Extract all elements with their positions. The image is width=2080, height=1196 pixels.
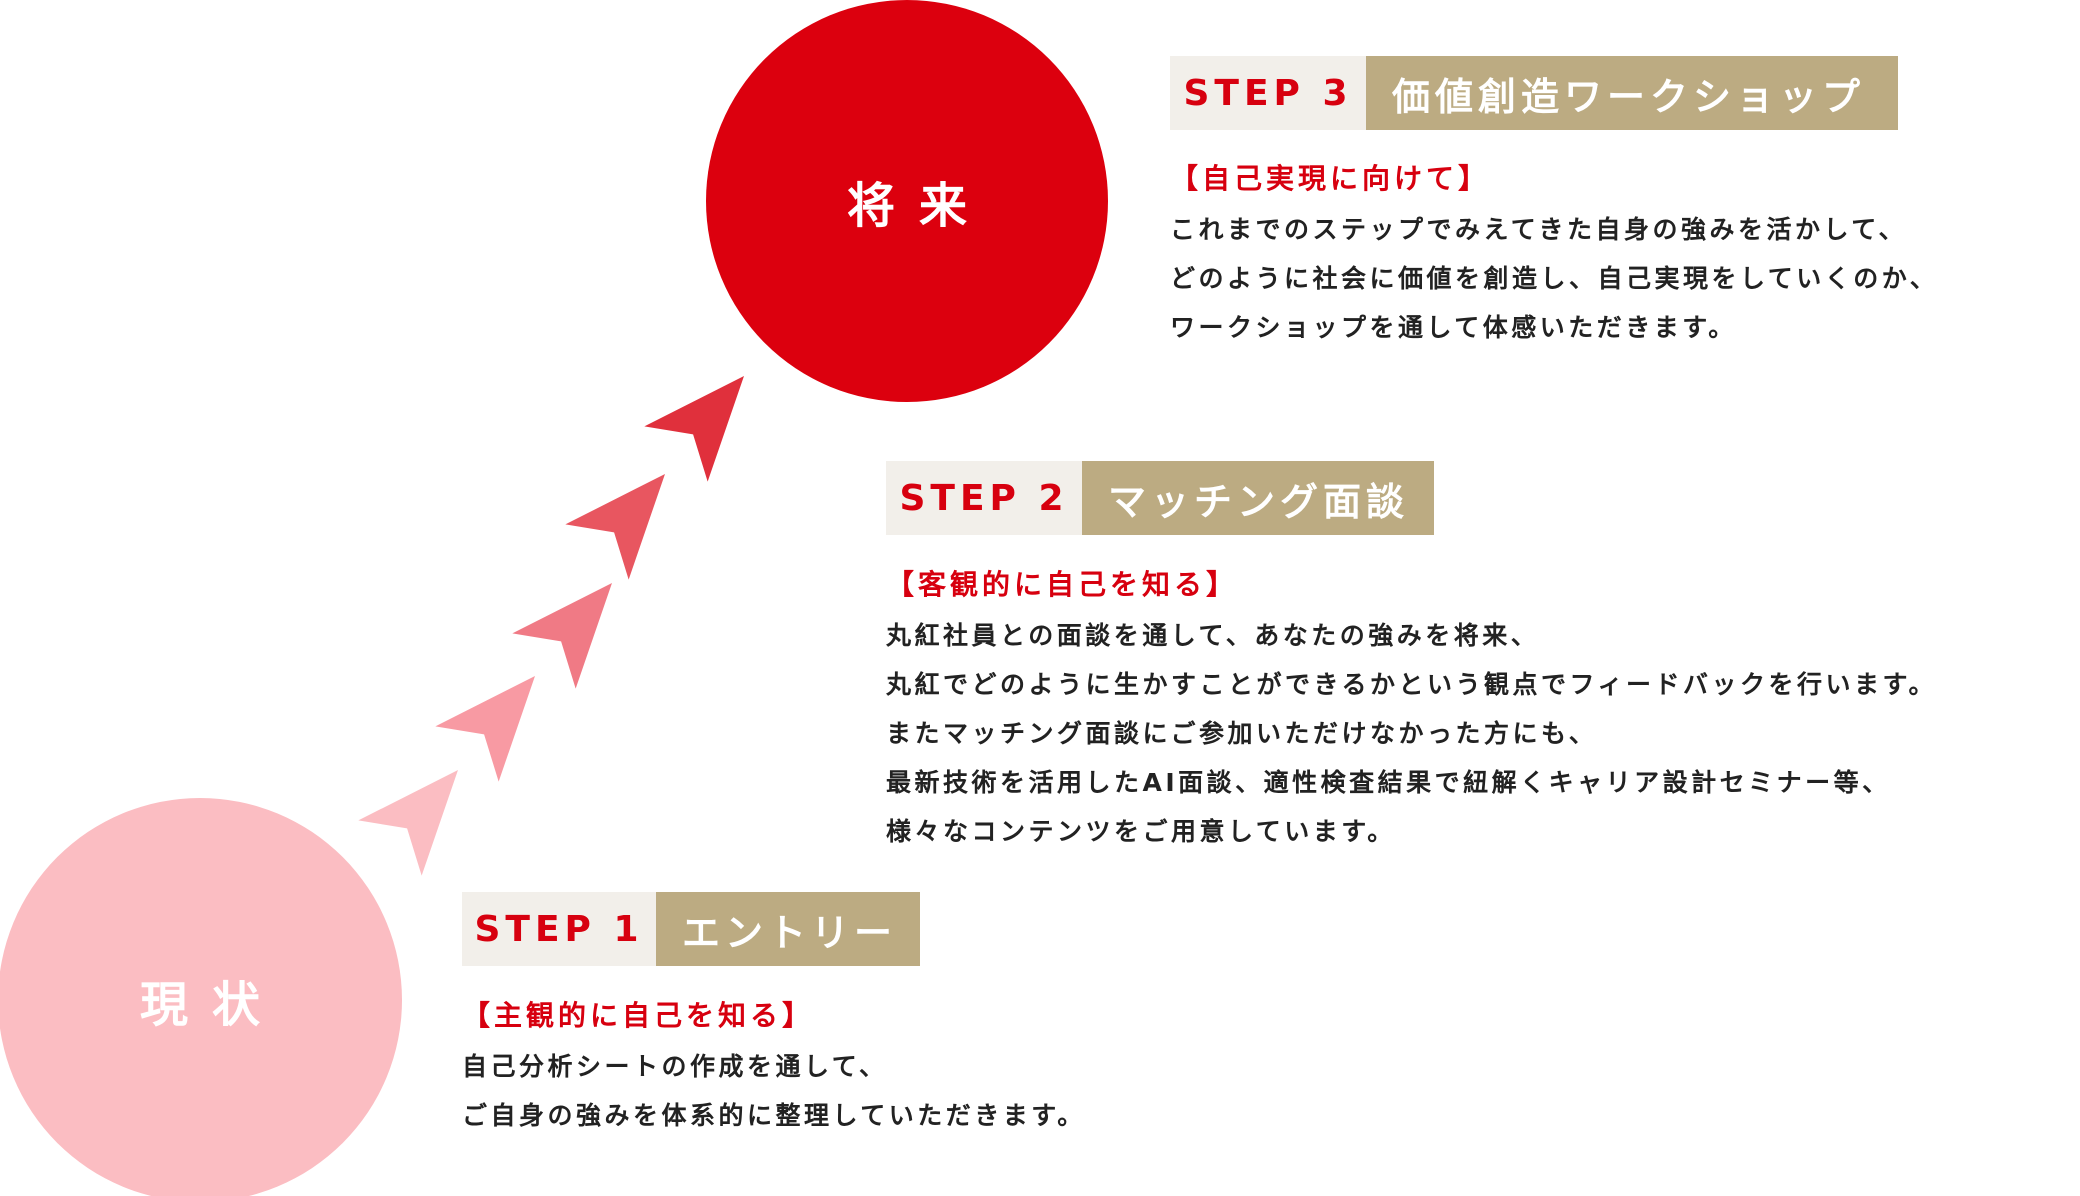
current-state-label: 現状: [139, 977, 284, 1033]
step-2-number: STEP 2: [886, 461, 1082, 535]
step-2-line-1: 丸紅社員との面談を通して、あなたの強みを将来、: [886, 621, 1540, 650]
step-3-line-1: これまでのステップでみえてきた自身の強みを活かして、: [1170, 215, 1908, 244]
step-2-line-5: 様々なコンテンツをご用意しています。: [886, 817, 1396, 846]
arrow-head-3: [512, 583, 612, 689]
arrow-head-2: [435, 676, 535, 782]
step-3-number: STEP 3: [1170, 56, 1366, 130]
step-1-subtitle: 【主観的に自己を知る】: [462, 999, 815, 1032]
step-1-line-2: ご自身の強みを体系的に整理していただきます。: [462, 1101, 1086, 1130]
future-state-circle: 将来: [706, 0, 1108, 402]
step-2-subtitle: 【客観的に自己を知る】: [886, 568, 1239, 601]
step-1-label: STEP 1 エントリー: [462, 892, 920, 966]
step-2-line-3: またマッチング面談にご参加いただけなかった方にも、: [886, 719, 1598, 748]
step-2-label: STEP 2 マッチング面談: [886, 461, 1434, 535]
step-2-description: 【客観的に自己を知る】 丸紅社員との面談を通して、あなたの強みを将来、 丸紅でど…: [886, 560, 1937, 856]
step-1-number: STEP 1: [462, 892, 656, 966]
current-state-circle: 現状: [0, 798, 402, 1196]
step-3-label: STEP 3 価値創造ワークショップ: [1170, 56, 1898, 130]
step-3-line-2: どのように社会に価値を創造し、自己実現をしていくのか、: [1170, 264, 1939, 293]
arrow-head-5: [644, 376, 744, 482]
step-3-subtitle: 【自己実現に向けて】: [1170, 162, 1491, 195]
step-2-line-4: 最新技術を活用したAI面談、適性検査結果で紐解くキャリア設計セミナー等、: [886, 768, 1891, 797]
arrow-head-1: [358, 770, 458, 876]
step-1-description: 【主観的に自己を知る】 自己分析シートの作成を通して、 ご自身の強みを体系的に整…: [462, 991, 1086, 1140]
arrow-head-4: [565, 474, 665, 580]
step-3-title: 価値創造ワークショップ: [1366, 56, 1898, 130]
step-3-line-3: ワークショップを通して体感いただきます。: [1170, 313, 1737, 342]
step-2-title: マッチング面談: [1082, 461, 1434, 535]
future-state-label: 将来: [846, 178, 991, 234]
step-3-description: 【自己実現に向けて】 これまでのステップでみえてきた自身の強みを活かして、 どの…: [1170, 154, 1938, 352]
step-1-line-1: 自己分析シートの作成を通して、: [462, 1052, 888, 1081]
step-1-title: エントリー: [656, 892, 920, 966]
step-2-line-2: 丸紅でどのように生かすことができるかという観点でフィードバックを行います。: [886, 670, 1938, 699]
